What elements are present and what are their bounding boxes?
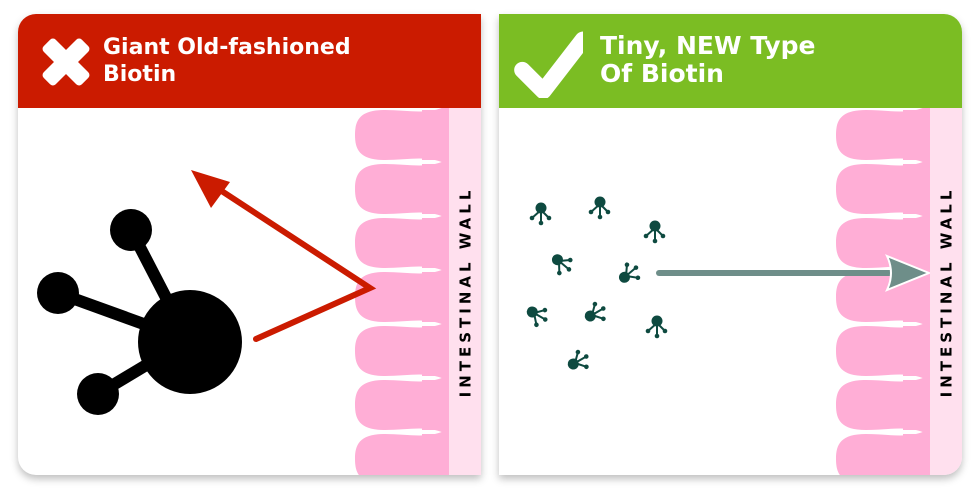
villus-base [903, 110, 931, 160]
villi [836, 108, 931, 475]
title-line-2: Biotin [103, 62, 177, 87]
arrowhead-icon [191, 170, 230, 208]
villus-base [903, 164, 931, 214]
panel-title-old: Giant Old-fashioned Biotin [103, 34, 403, 88]
panel-header-new: Tiny, NEW Type Of Biotin [499, 14, 962, 108]
villus-base [903, 380, 931, 430]
panel-title-new: Tiny, NEW Type Of Biotin [600, 32, 920, 88]
intestinal-wall [449, 108, 481, 475]
arrowhead-icon [885, 254, 932, 292]
panel-header-old: Giant Old-fashioned Biotin [18, 14, 481, 108]
wall-label-text: INTESTINAL WALL [456, 186, 474, 397]
x-icon [42, 38, 90, 86]
tiny-molecule [526, 306, 548, 328]
villus-base [422, 110, 450, 160]
tiny-molecule [584, 301, 606, 322]
scene-new [526, 108, 932, 475]
tiny-molecule [643, 220, 666, 244]
tiny-molecule [567, 349, 589, 370]
tiny-molecule [529, 202, 552, 226]
title-line-1: Giant Old-fashioned [103, 35, 351, 60]
pass-arrow [656, 254, 932, 292]
villus-base [422, 164, 450, 214]
title-line-2: Of Biotin [600, 59, 724, 88]
tiny-molecule [588, 196, 611, 220]
title-line-1: Tiny, NEW Type [600, 31, 816, 60]
panel-old-biotin: Giant Old-fashioned Biotin INTESTINAL WA… [18, 14, 481, 475]
wall-label-old: INTESTINAL WALL [449, 108, 481, 475]
tiny-molecule [645, 315, 668, 339]
villus-base [422, 434, 450, 475]
tiny-molecule [618, 262, 641, 283]
giant-molecule [37, 209, 242, 415]
villus-base [422, 272, 450, 322]
villus-base [903, 218, 931, 268]
checkmark-icon [514, 31, 583, 98]
villus-base [903, 326, 931, 376]
villus-base [903, 434, 931, 475]
villus-base [422, 380, 450, 430]
intestinal-wall [930, 108, 962, 475]
villus-base [422, 218, 450, 268]
wall-label-text: INTESTINAL WALL [937, 186, 955, 397]
tiny-molecules [526, 196, 668, 370]
bounce-arrow [191, 170, 377, 342]
panel-new-biotin: Tiny, NEW Type Of Biotin INTESTINAL WALL [499, 14, 962, 475]
tiny-molecule [551, 254, 573, 276]
scene-old [37, 108, 450, 475]
villus-base [422, 326, 450, 376]
villi [355, 108, 450, 475]
wall-label-new: INTESTINAL WALL [930, 108, 962, 475]
